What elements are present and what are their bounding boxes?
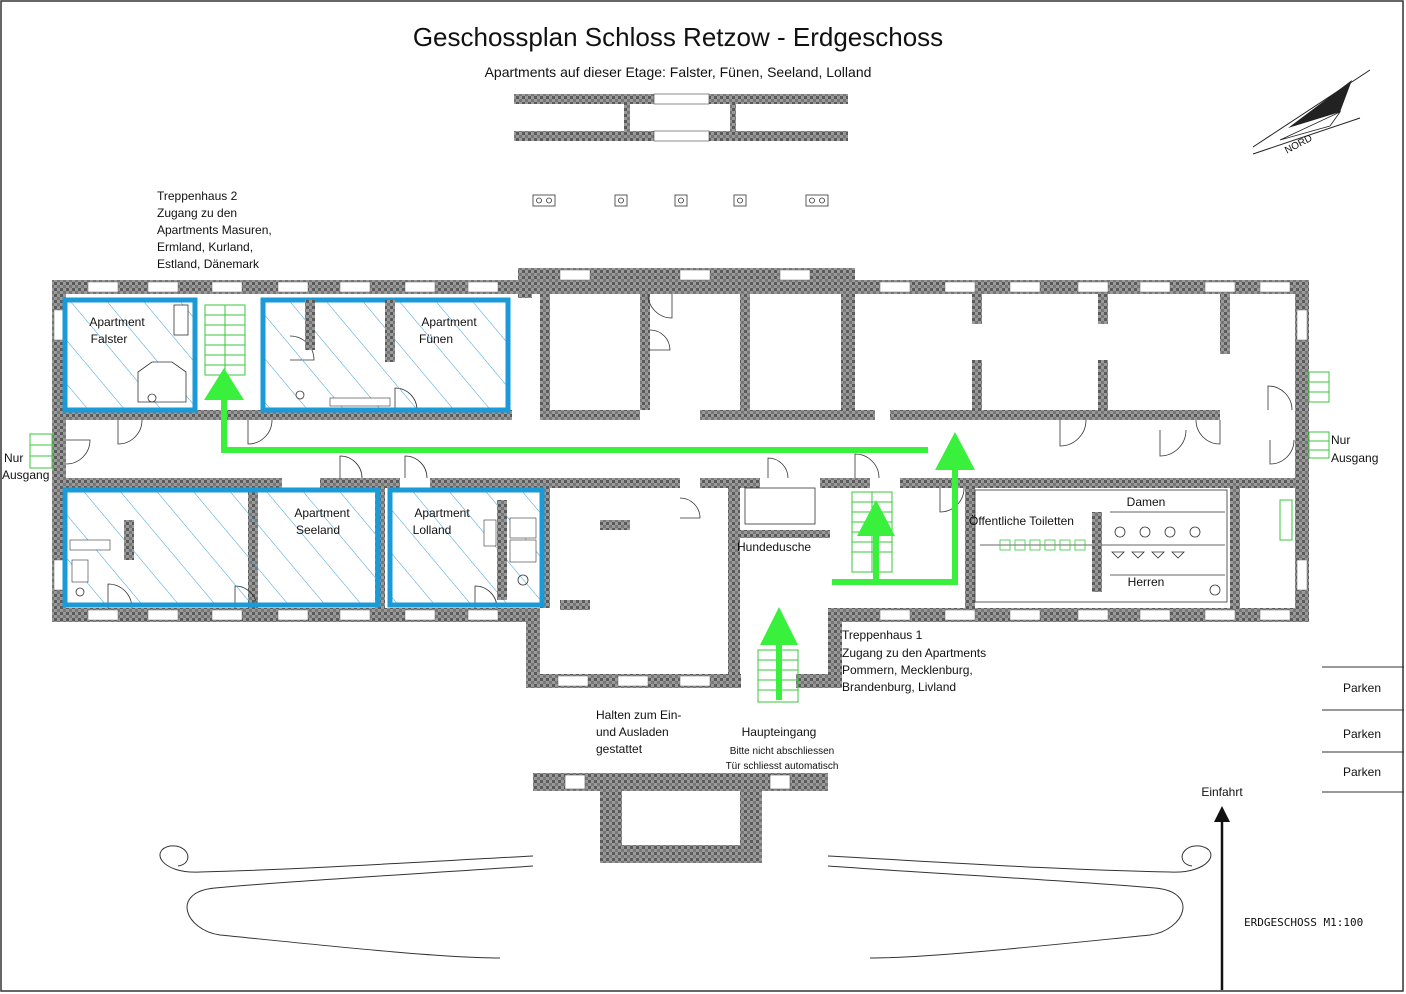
svg-text:Zugang zu den Apartments: Zugang zu den Apartments (842, 646, 986, 660)
page-title: Geschossplan Schloss Retzow - Erdgeschos… (413, 22, 943, 52)
apartment-falster[interactable]: Apartment Falster (62, 297, 198, 413)
driveway-curve (159, 845, 1212, 959)
svg-text:Bitte nicht abschliessen: Bitte nicht abschliessen (730, 746, 835, 757)
room-toiletten: Öffentliche Toiletten (969, 514, 1074, 528)
svg-text:Zugang zu den: Zugang zu den (157, 206, 237, 220)
windows (53, 269, 1308, 687)
evacuation-route (204, 368, 975, 700)
room-herren: Herren (1128, 575, 1165, 589)
exit-right-label: Nur Ausgang (1331, 433, 1378, 465)
apartment-lolland[interactable]: Apartment Lolland (387, 487, 545, 608)
svg-text:Treppenhaus 1: Treppenhaus 1 (842, 628, 923, 642)
svg-text:Ausgang: Ausgang (2, 468, 49, 482)
svg-text:Seeland: Seeland (296, 523, 340, 537)
svg-text:Nur: Nur (1331, 433, 1350, 447)
room-hundedusche: Hundedusche (737, 540, 811, 554)
building-walls (52, 268, 1309, 688)
svg-text:und Ausladen: und Ausladen (596, 725, 669, 739)
apartment-fuenen[interactable]: Apartment Fünen (260, 297, 511, 413)
svg-text:Fünen: Fünen (419, 332, 453, 346)
exit-stairs (29, 371, 1330, 541)
dog-shower-basin (744, 487, 816, 525)
svg-text:Brandenburg, Livland: Brandenburg, Livland (842, 680, 956, 694)
top-terrace (514, 93, 848, 142)
stair1-label: Treppenhaus 1 Zugang zu den Apartments P… (842, 628, 986, 694)
svg-text:Apartment: Apartment (294, 506, 350, 520)
parking-area: Parken Parken Parken (1322, 666, 1404, 793)
svg-text:Falster: Falster (91, 332, 128, 346)
scale-label: ERDGESCHOSS M1:100 (1244, 916, 1363, 929)
page-subtitle: Apartments auf dieser Etage: Falster, Fü… (485, 64, 872, 80)
toilet-block (974, 489, 1228, 603)
svg-text:Apartments Masuren,: Apartments Masuren, (157, 223, 272, 237)
entrance-label: Haupteingang Bitte nicht abschliessen Tü… (726, 725, 839, 772)
parking-label: Parken (1343, 765, 1381, 779)
north-arrow: NORD (1252, 69, 1371, 156)
svg-text:Einfahrt: Einfahrt (1201, 785, 1243, 799)
svg-text:Tür schliesst automatisch: Tür schliesst automatisch (726, 761, 839, 772)
stair2-label: Treppenhaus 2 Zugang zu den Apartments M… (157, 189, 272, 271)
arrow-up-icon (1214, 806, 1230, 822)
svg-text:Lolland: Lolland (413, 523, 452, 537)
svg-text:Treppenhaus 2: Treppenhaus 2 (157, 189, 238, 203)
parking-label: Parken (1343, 727, 1381, 741)
column-markers (532, 194, 829, 207)
staircase-2 (204, 304, 246, 376)
svg-text:Ermland, Kurland,: Ermland, Kurland, (157, 240, 253, 254)
room-damen: Damen (1127, 495, 1166, 509)
svg-text:Estland, Dänemark: Estland, Dänemark (157, 257, 260, 271)
front-terrace (533, 773, 828, 863)
svg-text:Haupteingang: Haupteingang (742, 725, 817, 739)
driveway-entry: Einfahrt (1201, 785, 1243, 990)
loading-zone-label: Halten zum Ein- und Ausladen gestattet (596, 708, 681, 756)
svg-text:gestattet: gestattet (596, 742, 643, 756)
svg-text:Pommern, Mecklenburg,: Pommern, Mecklenburg, (842, 663, 973, 677)
apartment-seeland[interactable]: Apartment Seeland (62, 487, 381, 608)
svg-text:Apartment: Apartment (89, 315, 145, 329)
svg-text:Apartment: Apartment (421, 315, 477, 329)
svg-text:Halten zum Ein-: Halten zum Ein- (596, 708, 681, 722)
svg-text:Ausgang: Ausgang (1331, 451, 1378, 465)
parking-label: Parken (1343, 681, 1381, 695)
svg-text:Nur: Nur (4, 451, 23, 465)
exit-left-label: Nur Ausgang (2, 451, 49, 482)
svg-text:Apartment: Apartment (414, 506, 470, 520)
